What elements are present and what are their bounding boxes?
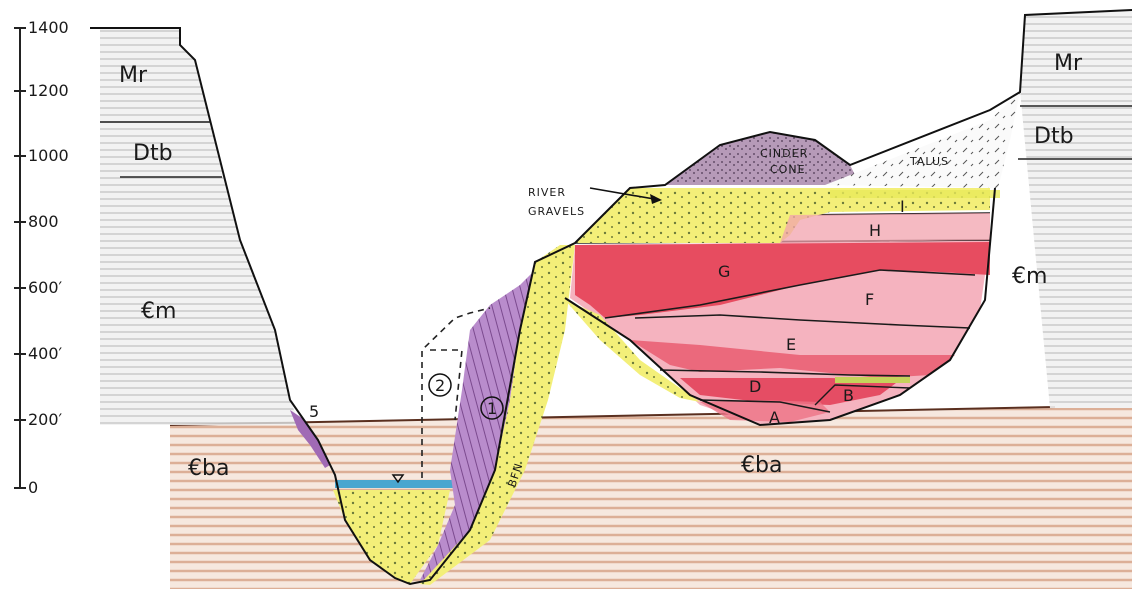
elevation-axis: 1400 1200 1000 800 600′ 400′ 200′ 0 (14, 18, 69, 497)
label-eba-left: €ba (188, 456, 229, 481)
label-dtb-left: Dtb (133, 141, 173, 166)
axis-label-0: 0 (28, 478, 38, 497)
label-layer-d: D (749, 377, 761, 396)
axis-label-1200: 1200 (28, 81, 69, 100)
label-layer-g: G (718, 262, 730, 281)
axis-label-400: 400′ (28, 344, 63, 363)
label-cinder: CINDER (760, 147, 808, 160)
label-em-right: €m (1012, 264, 1047, 289)
layer-b-strip (835, 377, 910, 383)
label-cone: CONE (770, 163, 806, 176)
axis-label-600: 600′ (28, 278, 63, 297)
label-river: RIVER (528, 186, 566, 199)
axis-label-1000: 1000 (28, 146, 69, 165)
layer-i-strip (830, 190, 1000, 198)
axis-label-200: 200′ (28, 410, 63, 429)
label-eba-center: €ba (741, 453, 782, 478)
label-1: 1 (487, 399, 497, 418)
label-layer-e: E (786, 335, 796, 354)
label-gravels: GRAVELS (528, 205, 585, 218)
label-layer-a: A (769, 408, 780, 427)
layer-h (780, 213, 990, 243)
label-mr-left: Mr (119, 63, 148, 88)
label-dtb-right: Dtb (1034, 124, 1074, 149)
axis-label-800: 800 (28, 212, 59, 231)
label-layer-i: I (900, 197, 905, 216)
label-2: 2 (435, 376, 445, 395)
label-mr-right: Mr (1054, 51, 1083, 76)
talus-deposit (825, 92, 1020, 188)
label-layer-f: F (865, 290, 874, 309)
label-5: 5 (309, 402, 319, 421)
label-em-left: €m (141, 299, 176, 324)
axis-label-1400: 1400 (28, 18, 69, 37)
river-water (335, 480, 455, 488)
label-layer-h: H (869, 221, 881, 240)
label-layer-b: B (843, 386, 854, 405)
label-talus: TALUS (909, 155, 949, 168)
